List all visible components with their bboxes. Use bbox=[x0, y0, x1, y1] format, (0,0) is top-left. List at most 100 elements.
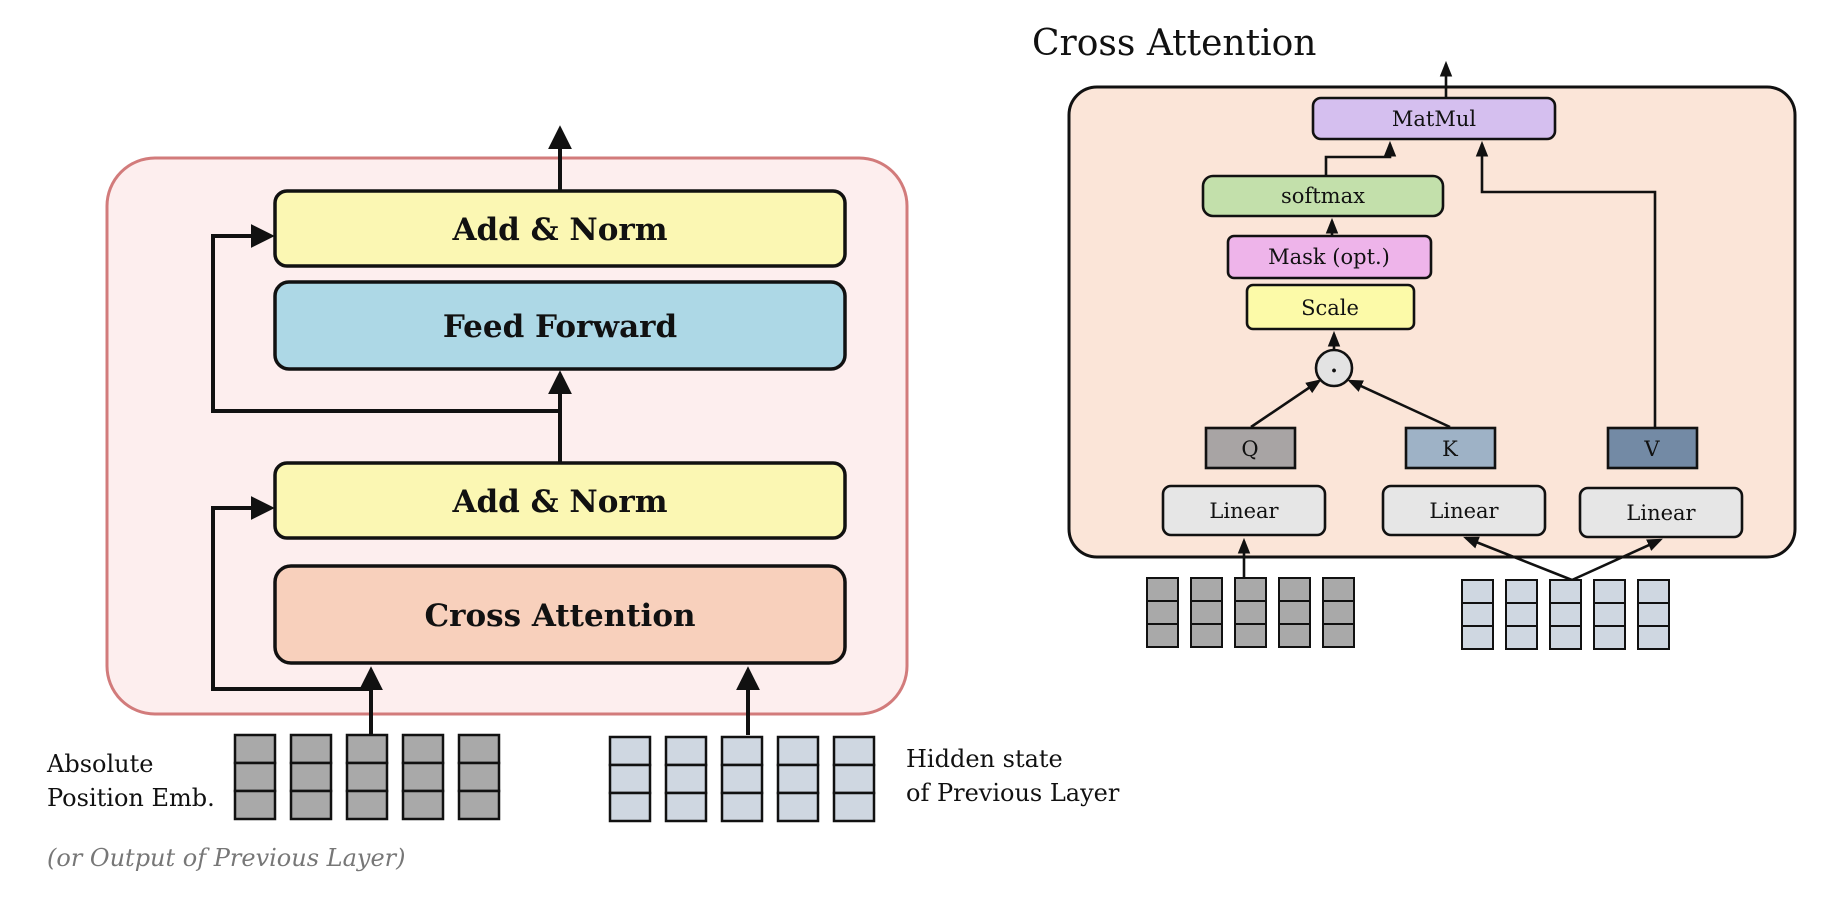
token-cell bbox=[1549, 579, 1582, 604]
linear-k-box: Linear bbox=[1381, 484, 1547, 537]
hidden-state-label-line1: Hidden state bbox=[906, 745, 1063, 773]
token-cell bbox=[1549, 602, 1582, 627]
token-cell bbox=[720, 763, 764, 795]
scale-label: Scale bbox=[1301, 296, 1359, 320]
add-norm-bottom-box: Add & Norm bbox=[273, 461, 847, 540]
token-cell bbox=[776, 763, 820, 795]
feed-forward-label: Feed Forward bbox=[443, 309, 677, 345]
token-cell bbox=[1146, 623, 1179, 648]
residual-connection-top bbox=[211, 224, 560, 413]
token-cell bbox=[664, 791, 708, 823]
cross-attention-detail-block: Cross Attention MatMul softmax Mask (opt… bbox=[1032, 23, 1797, 650]
token-cell bbox=[1637, 602, 1670, 627]
token-cell bbox=[345, 761, 389, 793]
position-emb-label-line2: Position Emb. bbox=[47, 784, 215, 812]
token-cell bbox=[233, 733, 277, 765]
token-cell bbox=[1461, 625, 1494, 650]
token-cell bbox=[233, 761, 277, 793]
dot-product-node: · bbox=[1314, 348, 1354, 388]
token-cell bbox=[608, 735, 652, 767]
arrow-tokens-to-linear-v bbox=[1571, 538, 1663, 582]
add-norm-top-label: Add & Norm bbox=[451, 212, 667, 248]
arrow-q-to-dot bbox=[1250, 379, 1322, 429]
token-cell bbox=[401, 761, 445, 793]
token-cell bbox=[1461, 602, 1494, 627]
token-cell bbox=[1461, 579, 1494, 604]
linear-v-box: Linear bbox=[1578, 486, 1744, 539]
dot-product-symbol: · bbox=[1330, 358, 1337, 383]
token-cell bbox=[233, 789, 277, 821]
token-cell bbox=[1505, 602, 1538, 627]
hidden-state-label-line2: of Previous Layer bbox=[906, 779, 1120, 807]
token-cell bbox=[1190, 623, 1223, 648]
residual-connection-bottom bbox=[211, 496, 371, 691]
token-cell bbox=[832, 735, 876, 767]
key-label: K bbox=[1442, 437, 1458, 461]
token-cell bbox=[1234, 577, 1267, 602]
position-embedding-tokens bbox=[233, 733, 501, 821]
arrow-softmax-to-matmul bbox=[1324, 140, 1397, 176]
token-cell bbox=[1322, 577, 1355, 602]
softmax-label: softmax bbox=[1281, 184, 1365, 208]
token-cell bbox=[1637, 625, 1670, 650]
token-cell bbox=[289, 733, 333, 765]
token-cell bbox=[401, 733, 445, 765]
token-cell bbox=[289, 789, 333, 821]
softmax-box: softmax bbox=[1201, 174, 1445, 218]
token-cell bbox=[1593, 625, 1626, 650]
token-cell bbox=[401, 789, 445, 821]
token-cell bbox=[457, 789, 501, 821]
token-cell bbox=[345, 733, 389, 765]
token-cell bbox=[1593, 602, 1626, 627]
token-cell bbox=[832, 791, 876, 823]
value-box: V bbox=[1606, 426, 1699, 470]
query-label: Q bbox=[1241, 437, 1258, 461]
cross-attention-title: Cross Attention bbox=[1032, 23, 1316, 64]
token-cell bbox=[1146, 577, 1179, 602]
scale-box: Scale bbox=[1245, 283, 1416, 331]
query-box: Q bbox=[1204, 426, 1297, 470]
token-cell bbox=[776, 791, 820, 823]
token-cell bbox=[720, 735, 764, 767]
value-label: V bbox=[1643, 437, 1660, 461]
add-norm-top-box: Add & Norm bbox=[273, 189, 847, 268]
add-norm-bottom-label: Add & Norm bbox=[451, 484, 667, 520]
linear-q-box: Linear bbox=[1161, 484, 1327, 537]
decoder-layer-block: Add & Norm Feed Forward Add & Norm Cross… bbox=[46, 125, 1120, 872]
token-cell bbox=[776, 735, 820, 767]
token-cell bbox=[664, 763, 708, 795]
token-cell bbox=[1278, 600, 1311, 625]
linear-k-label: Linear bbox=[1429, 499, 1499, 523]
hidden-state-tokens bbox=[608, 735, 876, 823]
matmul-label: MatMul bbox=[1392, 107, 1476, 131]
arrow-v-to-matmul bbox=[1475, 140, 1657, 428]
token-cell bbox=[1190, 600, 1223, 625]
cross-attention-label: Cross Attention bbox=[424, 598, 695, 634]
token-cell bbox=[1234, 623, 1267, 648]
arrow-tokens-to-linear-k bbox=[1463, 536, 1573, 582]
token-cell bbox=[1278, 623, 1311, 648]
token-cell bbox=[457, 733, 501, 765]
key-box: K bbox=[1404, 426, 1497, 470]
token-cell bbox=[1146, 600, 1179, 625]
token-cell bbox=[608, 763, 652, 795]
token-cell bbox=[1593, 579, 1626, 604]
token-cell bbox=[832, 763, 876, 795]
token-cell bbox=[1505, 579, 1538, 604]
token-cell bbox=[720, 791, 764, 823]
token-cell bbox=[1234, 600, 1267, 625]
query-source-tokens bbox=[1146, 577, 1355, 648]
previous-layer-note: (or Output of Previous Layer) bbox=[47, 844, 406, 872]
token-cell bbox=[1190, 577, 1223, 602]
key-value-source-tokens bbox=[1461, 579, 1670, 650]
mask-label: Mask (opt.) bbox=[1268, 245, 1390, 269]
token-cell bbox=[1637, 579, 1670, 604]
token-cell bbox=[1322, 623, 1355, 648]
matmul-box: MatMul bbox=[1311, 96, 1557, 141]
linear-q-label: Linear bbox=[1209, 499, 1279, 523]
token-cell bbox=[345, 789, 389, 821]
linear-v-label: Linear bbox=[1626, 501, 1696, 525]
token-cell bbox=[664, 735, 708, 767]
token-cell bbox=[608, 791, 652, 823]
